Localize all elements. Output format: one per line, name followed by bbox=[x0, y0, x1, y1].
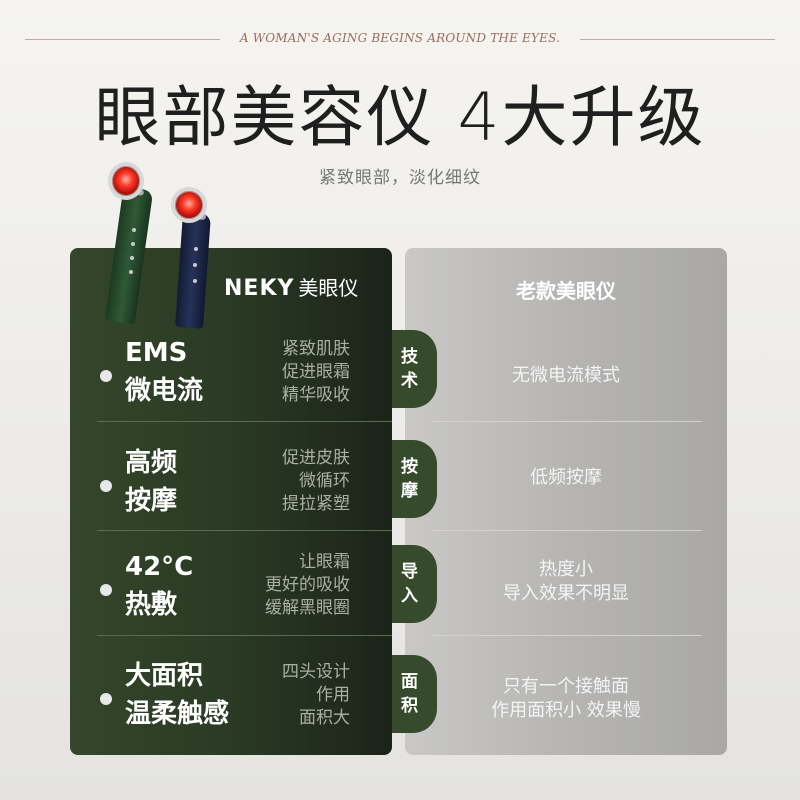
description-line: 面积大 bbox=[299, 708, 350, 728]
feature-line: 高频 bbox=[125, 448, 178, 478]
tagline: A WOMAN'S AGING BEGINS AROUND THE EYES. bbox=[239, 31, 561, 45]
row-divider bbox=[97, 635, 392, 636]
description-line: 提拉紧塑 bbox=[282, 494, 350, 514]
tab-char: 导 bbox=[401, 562, 418, 582]
old-row-text: 无微电流模式 bbox=[405, 364, 727, 388]
old-text-line: 低频按摩 bbox=[530, 467, 602, 488]
old-text-line: 作用面积小 效果慢 bbox=[491, 700, 641, 721]
brand-product-name: 美眼仪 bbox=[298, 276, 359, 300]
feature-line: 微电流 bbox=[125, 376, 204, 406]
page-title: 眼部美容仪 4大升级 bbox=[94, 79, 706, 156]
subtitle: 紧致眼部，淡化细纹 bbox=[319, 168, 481, 188]
green-device-image bbox=[100, 158, 160, 325]
description-line: 四头设计 bbox=[282, 662, 350, 682]
tab-char: 按 bbox=[401, 457, 418, 477]
description-line: 作用 bbox=[316, 685, 350, 705]
row-divider bbox=[432, 530, 702, 531]
tab-char: 积 bbox=[401, 696, 418, 716]
tab-area: 面 积 bbox=[392, 655, 437, 733]
tab-char: 入 bbox=[401, 586, 418, 606]
row-divider bbox=[432, 635, 702, 636]
row-bullet bbox=[100, 584, 112, 596]
tab-char: 面 bbox=[401, 672, 418, 692]
feature-line: 温柔触感 bbox=[125, 699, 230, 729]
feature-line: 热敷 bbox=[125, 590, 178, 620]
feature-description: 让眼霜 更好的吸收 缓解黑眼圈 bbox=[230, 551, 350, 620]
new-device-panel bbox=[70, 248, 392, 755]
row-bullet bbox=[100, 370, 112, 382]
feature-line: EMS bbox=[125, 338, 188, 368]
old-panel-title: 老款美眼仪 bbox=[516, 279, 616, 303]
row-bullet bbox=[100, 480, 112, 492]
tab-char: 术 bbox=[401, 371, 418, 391]
tagline-rule-right bbox=[580, 39, 775, 40]
feature-title: EMS 微电流 bbox=[125, 334, 203, 410]
old-device-panel bbox=[405, 248, 727, 755]
old-text-line: 只有一个接触面 bbox=[503, 676, 629, 697]
old-row-text: 只有一个接触面 作用面积小 效果慢 bbox=[405, 675, 727, 723]
brand-logo: NEKY bbox=[224, 276, 295, 301]
old-text-line: 热度小 bbox=[539, 559, 593, 580]
tab-massage: 按 摩 bbox=[392, 440, 437, 518]
feature-title: 大面积 温柔触感 bbox=[125, 657, 229, 733]
tab-import: 导 入 bbox=[392, 545, 437, 623]
feature-line: 42°C bbox=[125, 552, 194, 582]
description-line: 促进皮肤 bbox=[282, 448, 350, 468]
old-text-line: 导入效果不明显 bbox=[503, 583, 629, 604]
description-line: 精华吸收 bbox=[282, 385, 350, 405]
description-line: 更好的吸收 bbox=[265, 575, 350, 595]
description-line: 缓解黑眼圈 bbox=[265, 598, 350, 618]
feature-title: 高频 按摩 bbox=[125, 444, 177, 520]
row-divider bbox=[97, 421, 392, 422]
description-line: 促进眼霜 bbox=[282, 362, 350, 382]
tab-char: 摩 bbox=[401, 481, 418, 501]
row-bullet bbox=[100, 693, 112, 705]
tagline-rule-left bbox=[25, 39, 220, 40]
feature-description: 促进皮肤 微循环 提拉紧塑 bbox=[230, 447, 350, 516]
feature-description: 四头设计 作用 面积大 bbox=[230, 661, 350, 730]
feature-line: 按摩 bbox=[125, 486, 178, 516]
tab-char: 技 bbox=[401, 347, 418, 367]
tab-tech: 技 术 bbox=[392, 330, 437, 408]
description-line: 让眼霜 bbox=[299, 552, 350, 572]
description-line: 微循环 bbox=[299, 471, 350, 491]
old-row-text: 低频按摩 bbox=[405, 466, 727, 490]
feature-title: 42°C 热敷 bbox=[125, 548, 193, 624]
feature-line: 大面积 bbox=[125, 661, 204, 691]
row-divider bbox=[432, 421, 702, 422]
row-divider bbox=[97, 530, 392, 531]
navy-device-image bbox=[165, 185, 225, 329]
old-row-text: 热度小 导入效果不明显 bbox=[405, 558, 727, 606]
feature-description: 紧致肌肤 促进眼霜 精华吸收 bbox=[230, 338, 350, 407]
old-text-line: 无微电流模式 bbox=[512, 365, 620, 386]
description-line: 紧致肌肤 bbox=[282, 339, 350, 359]
